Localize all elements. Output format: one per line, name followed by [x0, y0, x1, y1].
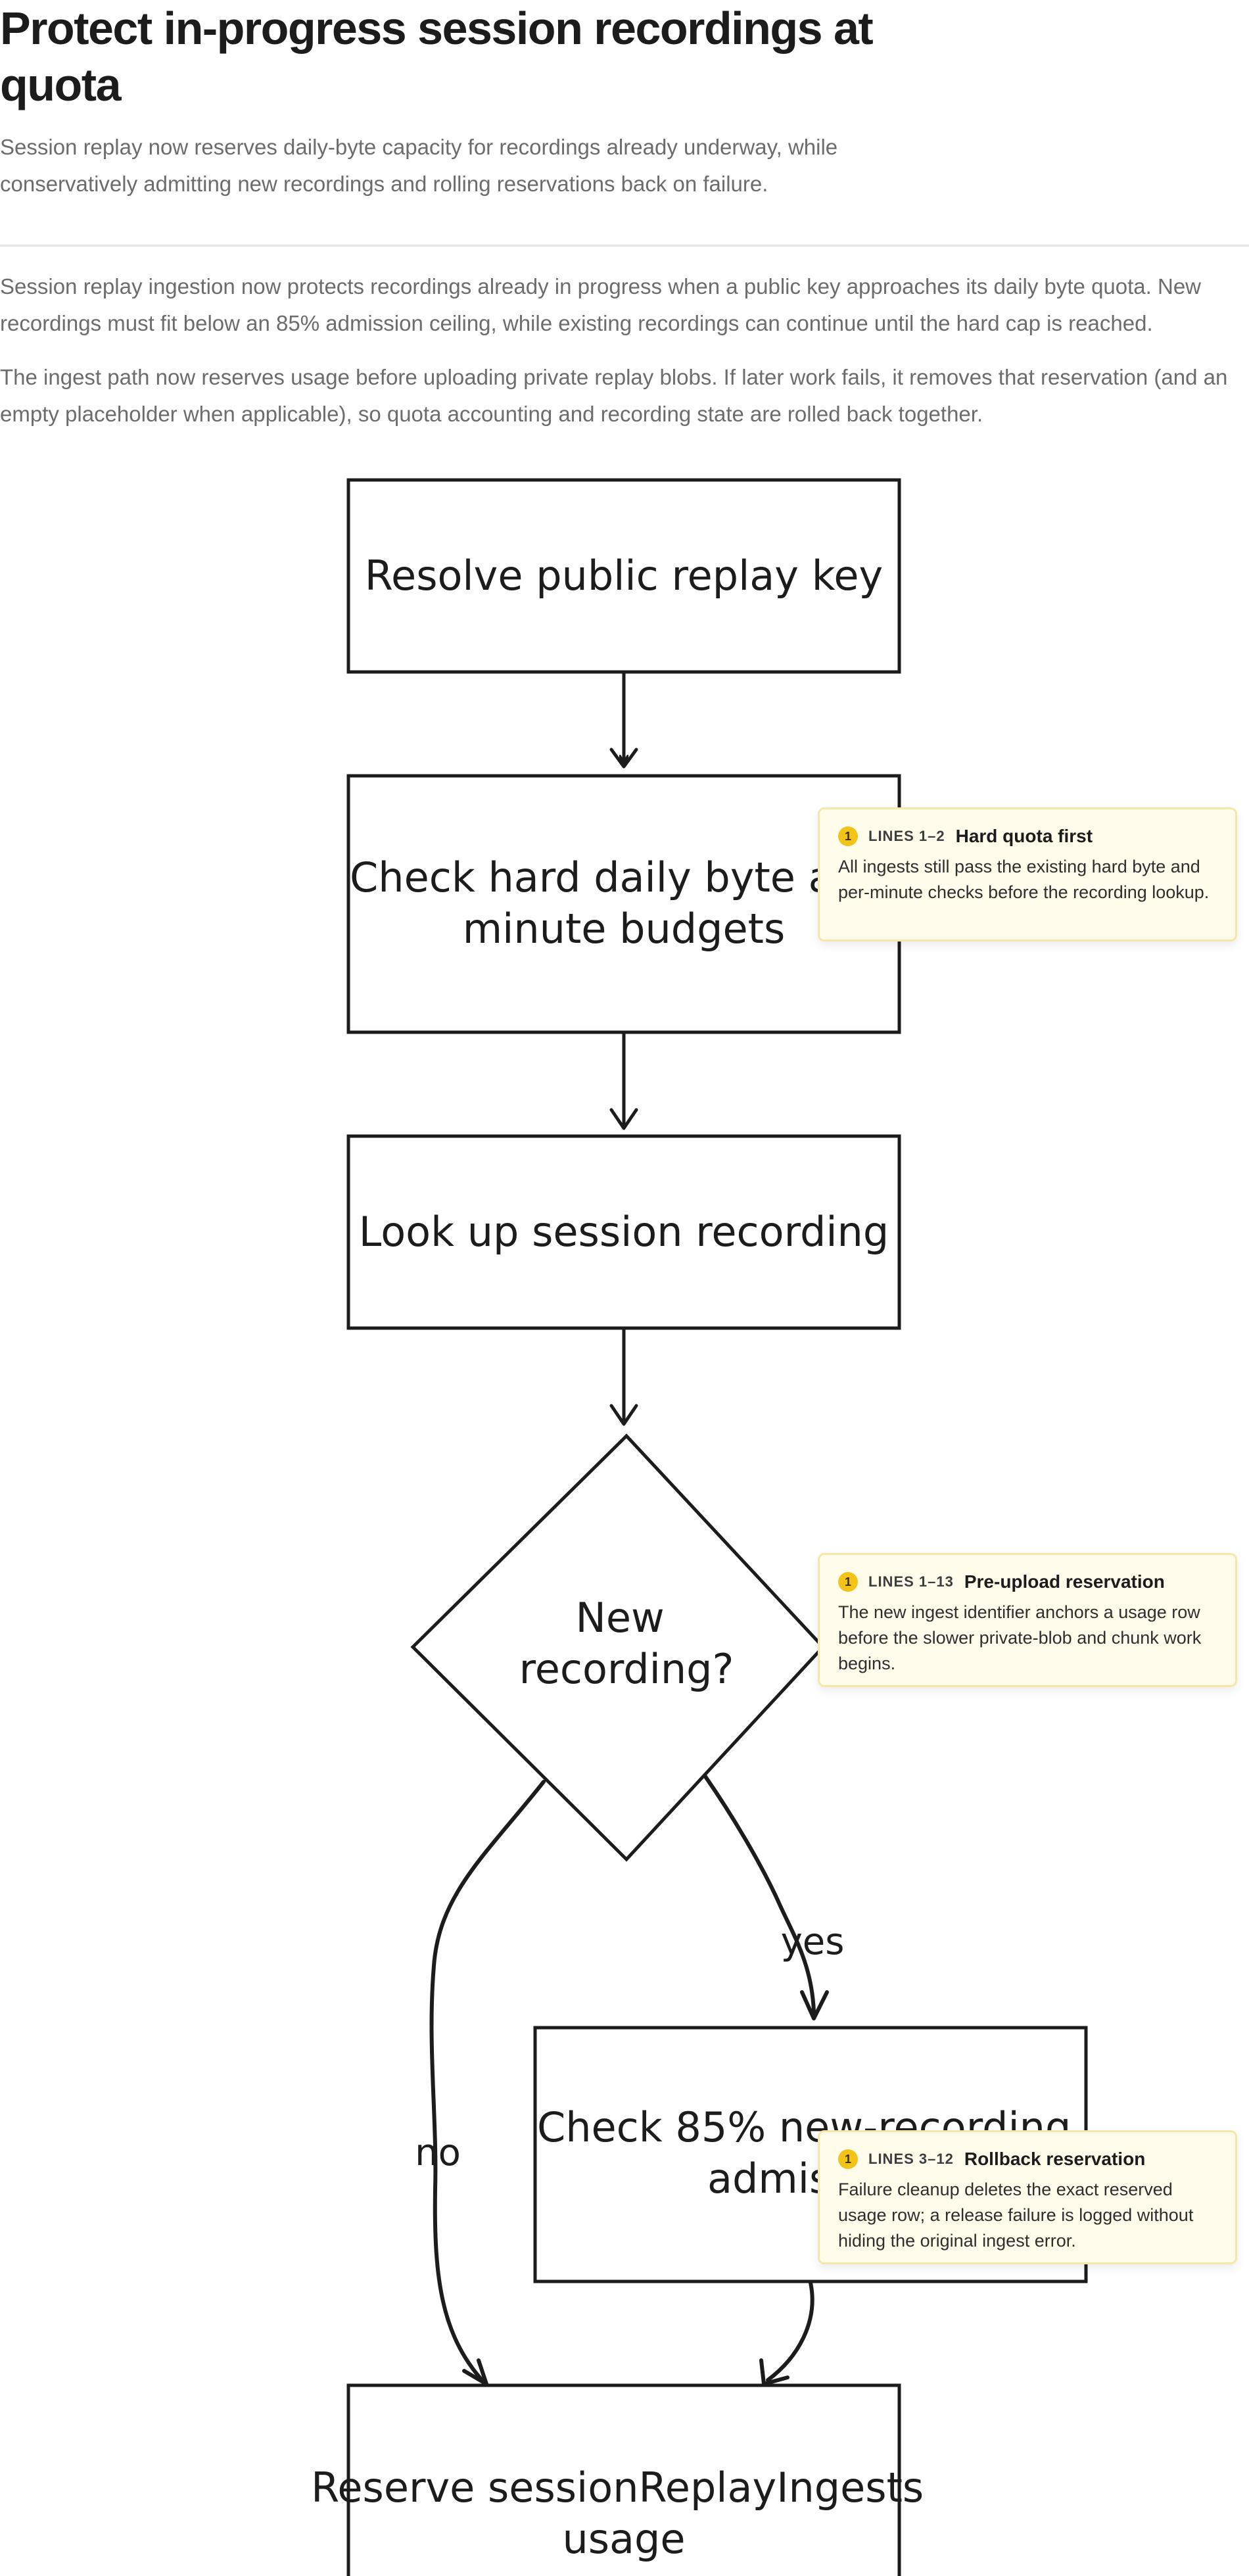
node-resolve-label: Resolve public replay key: [365, 552, 883, 600]
arrowhead-yes: [800, 1990, 829, 2020]
edge-yes-label: yes: [781, 1920, 845, 1963]
intro-paragraph-1: Session replay ingestion now protects re…: [0, 274, 1202, 335]
node-decision-label: New recording?: [519, 1594, 734, 1693]
arrowhead-2: [609, 1108, 638, 1130]
node-check-hard-budget: Check hard daily byte and minute budgets: [346, 774, 901, 1034]
edge-yes: [703, 1775, 816, 2014]
note-number-badge: 1: [838, 1572, 858, 1592]
page-subtitle: Session replay now reserves daily-byte c…: [0, 135, 838, 196]
arrowhead-3: [609, 1404, 638, 1426]
node-reserve-label: Reserve sessionReplayIngests usage: [311, 2464, 937, 2563]
node-resolve: Resolve public replay key: [346, 478, 901, 674]
annotation-note-hard-quota[interactable]: 1 LINES 1–2 Hard quota first All ingests…: [818, 807, 1237, 942]
node-reserve-usage: Reserve sessionReplayIngests usage: [311, 2383, 937, 2576]
annotation-note-rollback[interactable]: 1 LINES 3–12 Rollback reservation Failur…: [818, 2130, 1237, 2264]
edge-no: [429, 1780, 546, 2383]
note-title: Rollback reservation: [964, 2149, 1146, 2169]
annotation-note-pre-upload[interactable]: 1 LINES 1–13 Pre-upload reservation The …: [818, 1553, 1237, 1687]
note-body: Failure cleanup deletes the exact reserv…: [838, 2180, 1194, 2251]
note-body: All ingests still pass the existing hard…: [838, 857, 1210, 902]
arrowhead-1: [609, 748, 638, 769]
edge-check85-to-reserve: [766, 2281, 814, 2382]
node-lookup-recording: Look up session recording: [346, 1134, 901, 1330]
divider: [0, 245, 1249, 247]
note-body: The new ingest identifier anchors a usag…: [838, 1602, 1202, 1673]
node-lookup-label: Look up session recording: [359, 1208, 889, 1256]
note-lines-label: LINES 1–2: [868, 828, 945, 844]
edge-no-label: no: [415, 2132, 461, 2174]
intro-paragraph-2: The ingest path now reserves usage befor…: [0, 365, 1228, 426]
node-decision-new-recording: New recording?: [410, 1433, 826, 1862]
page-title: Protect in-progress session recordings a…: [0, 3, 874, 110]
note-number-badge: 1: [838, 2149, 858, 2169]
note-number-badge: 1: [838, 826, 858, 846]
note-lines-label: LINES 1–13: [868, 1573, 954, 1590]
note-lines-label: LINES 3–12: [868, 2151, 954, 2167]
node-check-hard-label: Check hard daily byte and minute budgets: [350, 853, 898, 953]
note-title: Hard quota first: [955, 826, 1093, 846]
note-title: Pre-upload reservation: [964, 1571, 1165, 1592]
